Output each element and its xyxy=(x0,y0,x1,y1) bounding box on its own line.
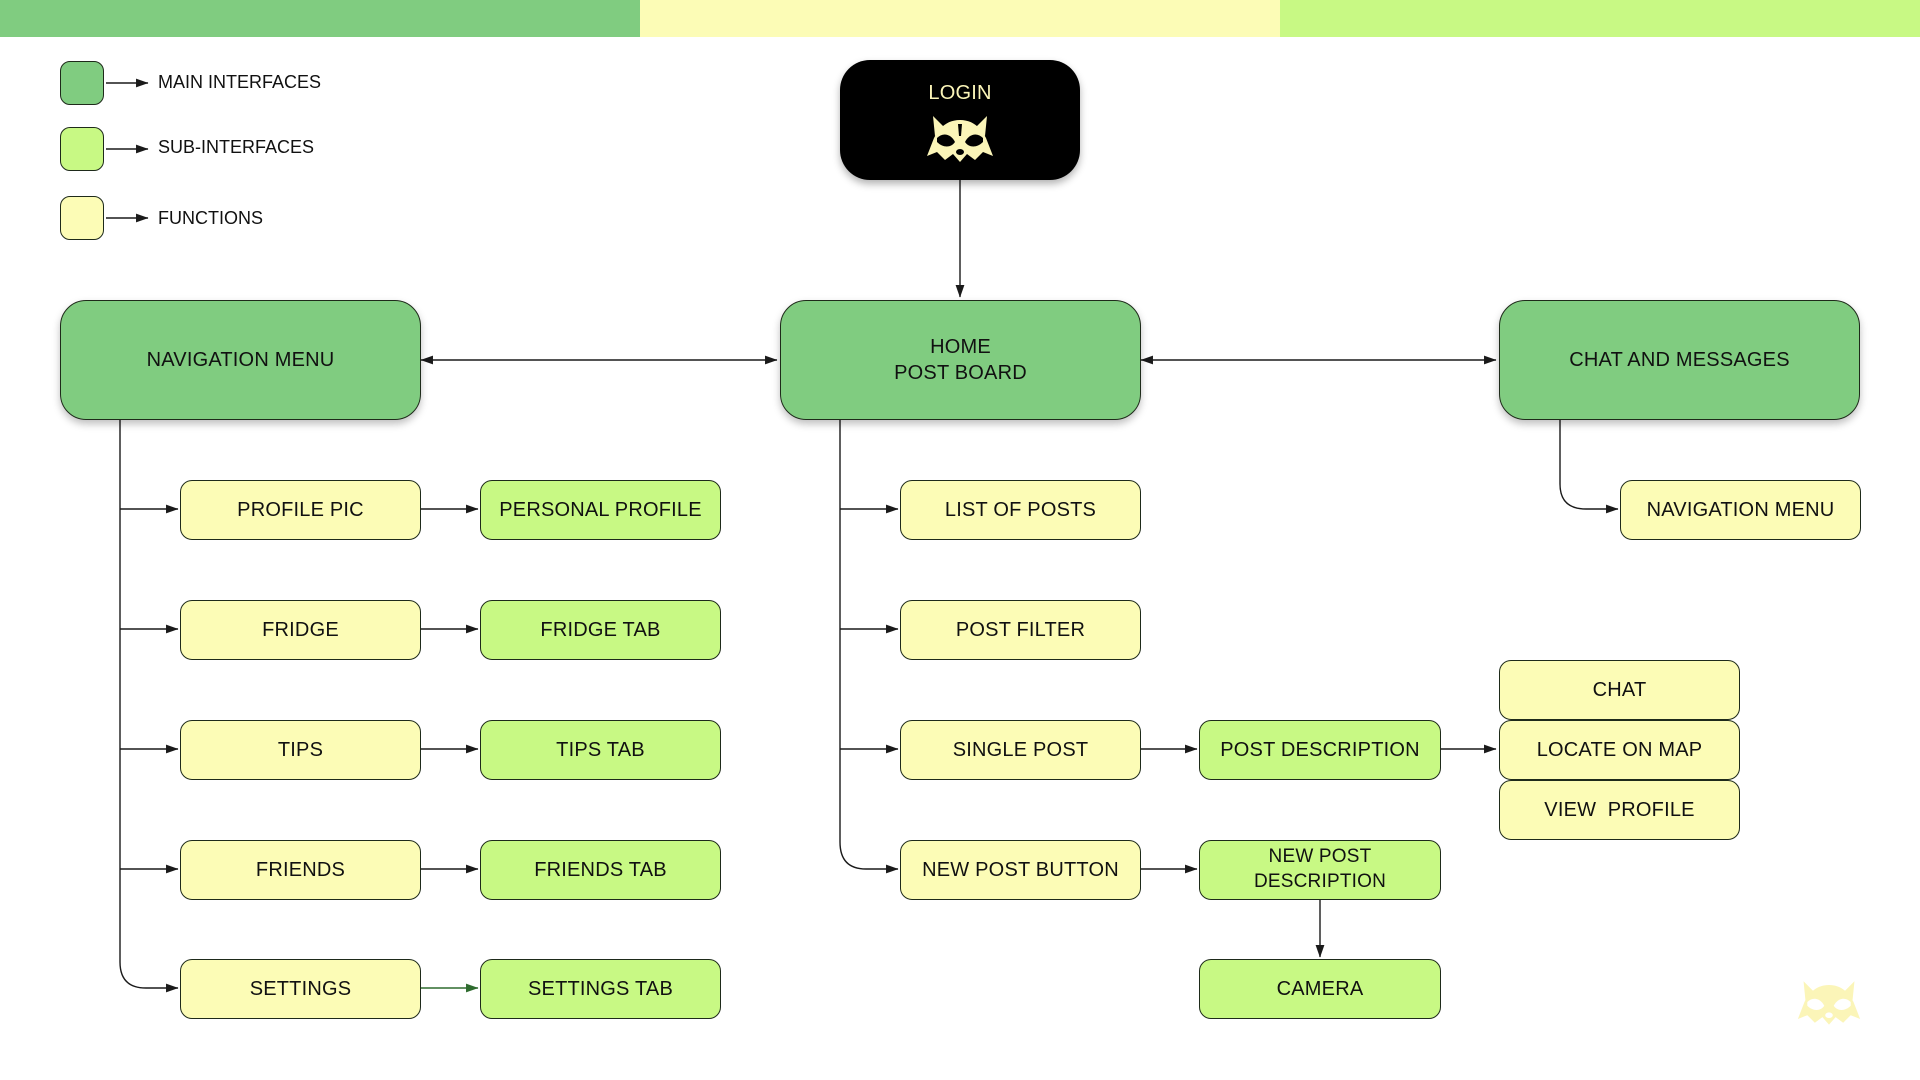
arrow-chat-navigation xyxy=(1559,420,1619,514)
friends-tab-label: FRIENDS TAB xyxy=(534,859,667,881)
new-post-button-node[interactable]: NEW POST BUTTON xyxy=(900,840,1141,900)
fridge-node[interactable]: FRIDGE xyxy=(180,600,421,660)
tips-tab-node[interactable]: TIPS TAB xyxy=(480,720,721,780)
locate-on-map-node[interactable]: LOCATE ON MAP xyxy=(1499,720,1740,780)
settings-tab-label: SETTINGS TAB xyxy=(527,978,674,1000)
top-bar-segment-functions xyxy=(640,0,1280,37)
single-post-node[interactable]: SINGLE POST xyxy=(900,720,1141,780)
single-post-label: SINGLE POST xyxy=(952,739,1089,761)
new-post-button-label: NEW POST BUTTON xyxy=(922,859,1119,881)
camera-label: CAMERA xyxy=(1276,978,1364,1000)
post-description-node[interactable]: POST DESCRIPTION xyxy=(1199,720,1441,780)
new-post-description-label: NEW POST DESCRIPTION xyxy=(1253,846,1387,892)
friends-node[interactable]: FRIENDS xyxy=(180,840,421,900)
home-label: HOME xyxy=(930,336,991,358)
raccoon-logo-icon xyxy=(1797,981,1861,1025)
legend-label-main: MAIN INTERFACES xyxy=(158,72,322,92)
chat-navigation-menu-node[interactable]: NAVIGATION MENU xyxy=(1620,480,1861,540)
settings-node[interactable]: SETTINGS xyxy=(180,959,421,1019)
fridge-tab-label: FRIDGE TAB xyxy=(540,619,661,641)
legend-swatch-sub xyxy=(60,127,104,171)
login-node[interactable]: LOGIN xyxy=(840,60,1080,180)
chat-action-label: CHAT xyxy=(1592,679,1647,701)
tips-tab-label: TIPS TAB xyxy=(556,739,645,761)
legend-swatch-main xyxy=(60,61,104,105)
legend-label-sub: SUB-INTERFACES xyxy=(158,137,315,157)
post-filter-label: POST FILTER xyxy=(955,619,1086,641)
chat-and-messages-node[interactable]: CHAT AND MESSAGES xyxy=(1499,300,1860,420)
fridge-label: FRIDGE xyxy=(262,619,339,641)
personal-profile-label: PERSONAL PROFILE xyxy=(499,499,702,521)
top-bar-segment-sub xyxy=(1280,0,1920,37)
legend-swatch-function xyxy=(60,196,104,240)
view-profile-label: VIEW PROFILE xyxy=(1544,799,1695,821)
chat-and-messages-label: CHAT AND MESSAGES xyxy=(1569,349,1790,371)
top-bar-segment-main xyxy=(0,0,640,37)
navigation-trunk xyxy=(119,420,179,993)
fridge-tab-node[interactable]: FRIDGE TAB xyxy=(480,600,721,660)
navigation-menu-node[interactable]: NAVIGATION MENU xyxy=(60,300,421,420)
list-of-posts-label: LIST OF POSTS xyxy=(944,499,1097,521)
settings-tab-node[interactable]: SETTINGS TAB xyxy=(480,959,721,1019)
chat-action-node[interactable]: CHAT xyxy=(1499,660,1740,720)
home-post-board-node[interactable]: HOME POST BOARD xyxy=(780,300,1141,420)
raccoon-logo-icon xyxy=(927,116,993,162)
home-trunk xyxy=(839,420,899,874)
settings-label: SETTINGS xyxy=(249,978,352,1000)
legend-label-function: FUNCTIONS xyxy=(158,208,263,228)
new-post-description-node[interactable]: NEW POST DESCRIPTION xyxy=(1199,840,1441,900)
chat-navigation-menu-label: NAVIGATION MENU xyxy=(1646,499,1835,521)
post-filter-node[interactable]: POST FILTER xyxy=(900,600,1141,660)
profile-pic-label: PROFILE PIC xyxy=(237,499,364,521)
friends-label: FRIENDS xyxy=(255,859,346,881)
tips-node[interactable]: TIPS xyxy=(180,720,421,780)
tips-label: TIPS xyxy=(277,739,324,761)
post-description-label: POST DESCRIPTION xyxy=(1220,739,1420,761)
post-board-label: POST BOARD xyxy=(894,362,1027,384)
list-of-posts-node[interactable]: LIST OF POSTS xyxy=(900,480,1141,540)
login-label: LOGIN xyxy=(928,82,992,104)
view-profile-node[interactable]: VIEW PROFILE xyxy=(1499,780,1740,840)
friends-tab-node[interactable]: FRIENDS TAB xyxy=(480,840,721,900)
navigation-menu-label: NAVIGATION MENU xyxy=(146,349,335,371)
camera-node[interactable]: CAMERA xyxy=(1199,959,1441,1019)
locate-on-map-label: LOCATE ON MAP xyxy=(1536,739,1703,761)
profile-pic-node[interactable]: PROFILE PIC xyxy=(180,480,421,540)
personal-profile-node[interactable]: PERSONAL PROFILE xyxy=(480,480,721,540)
